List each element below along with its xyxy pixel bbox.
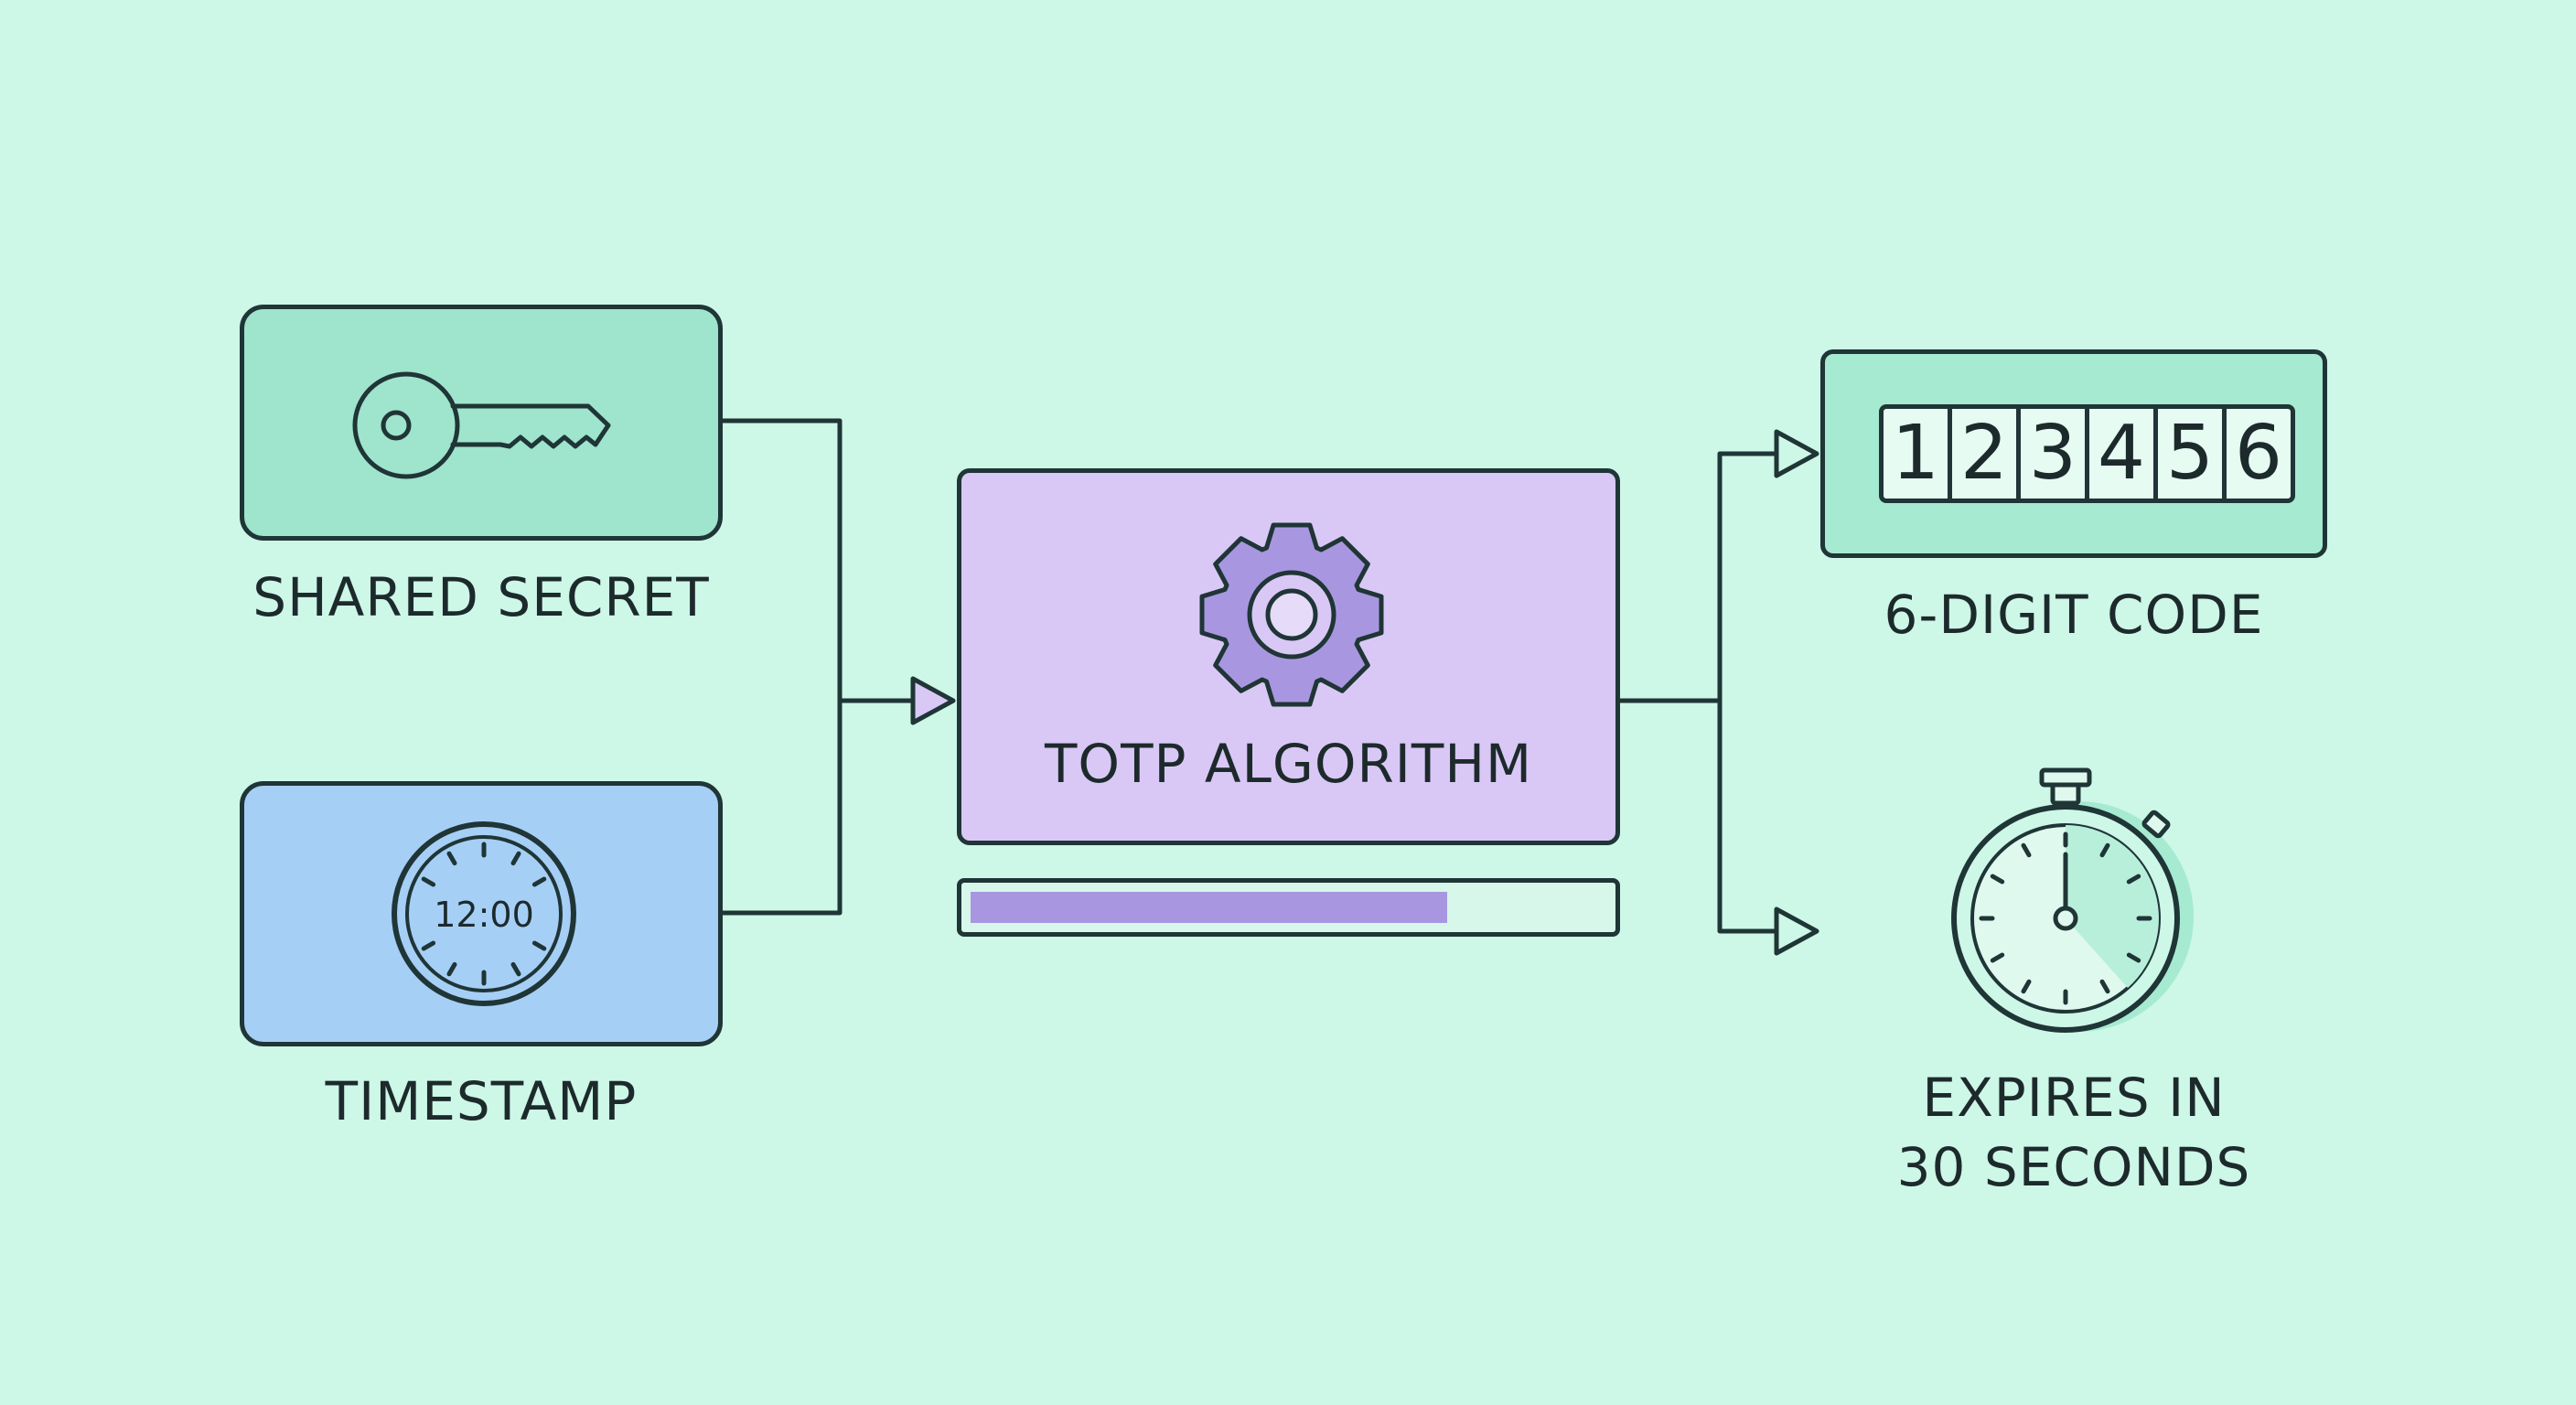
code-label: 6-DIGIT CODE [1884, 584, 2264, 646]
expiry-label-line2: 30 SECONDS [1896, 1136, 2251, 1198]
clock-tick [446, 851, 457, 866]
timestamp-box: 12:00 [240, 781, 723, 1046]
digit-display: 1 2 3 4 5 6 [1879, 404, 2295, 503]
progress-bar [957, 878, 1620, 937]
clock-tick [531, 940, 547, 951]
digit-4: 4 [2089, 409, 2158, 499]
arrowhead-code [1774, 429, 1819, 478]
clock-tick [510, 961, 521, 977]
connector-secret-to-algorithm [723, 418, 915, 703]
clock-tick [510, 851, 521, 866]
totp-algorithm-box: TOTP ALGORITHM [957, 468, 1620, 845]
digit-1: 1 [1884, 409, 1952, 499]
clock-time-text: 12:00 [434, 895, 534, 935]
digit-5: 5 [2158, 409, 2227, 499]
digit-3: 3 [2021, 409, 2089, 499]
clock-tick [446, 961, 457, 977]
clock-tick [421, 940, 436, 951]
arrowhead-expiry [1774, 906, 1819, 956]
clock-tick [531, 876, 547, 887]
arrowhead-algorithm [910, 676, 956, 725]
shared-secret-box [240, 305, 723, 541]
shared-secret-label: SHARED SECRET [252, 566, 710, 628]
key-icon [352, 371, 611, 479]
progress-fill [971, 892, 1447, 923]
totp-algorithm-label: TOTP ALGORITHM [1045, 733, 1532, 795]
gear-icon [1199, 522, 1384, 707]
clock-tick [421, 876, 436, 887]
connector-timestamp-to-algorithm [723, 701, 843, 916]
timestamp-label: TIMESTAMP [325, 1070, 638, 1132]
expiry-label-line1: EXPIRES IN [1922, 1067, 2226, 1129]
digit-2: 2 [1952, 409, 2021, 499]
connector-algorithm-split [1620, 451, 1776, 934]
clock-icon: 12:00 [392, 821, 576, 1006]
digit-6: 6 [2234, 410, 2283, 497]
